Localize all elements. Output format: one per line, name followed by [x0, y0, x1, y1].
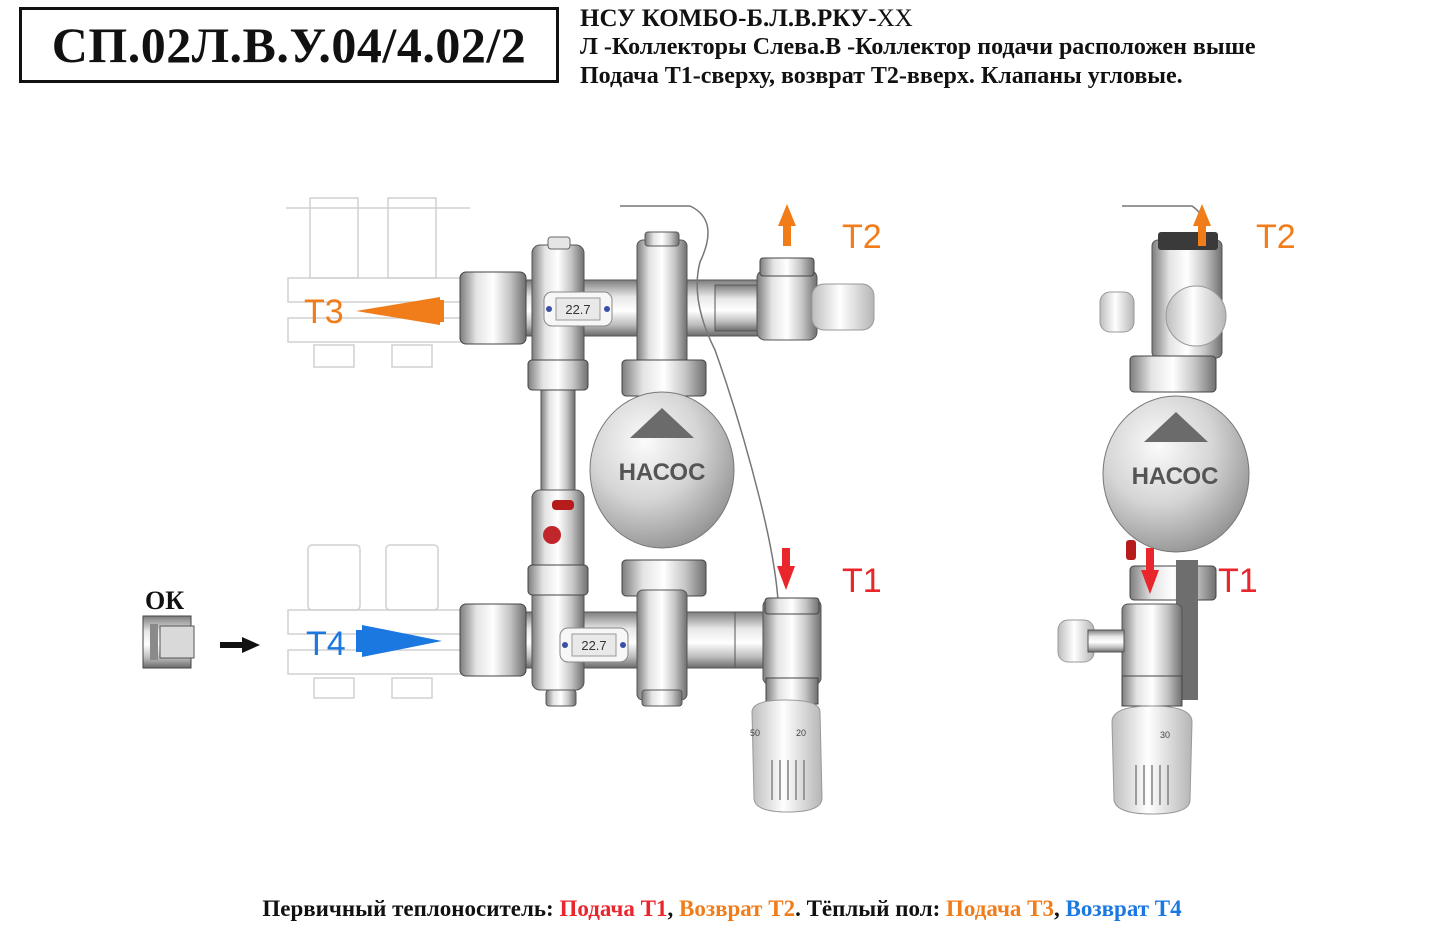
supply-manifold-ghost — [286, 197, 470, 368]
side-bypass-valve-handle — [1126, 540, 1136, 560]
side-pump-label: НАСОС — [1132, 463, 1219, 490]
side-upper-cap — [1158, 232, 1218, 250]
footer-return-t4: Возврат Т4 — [1065, 896, 1182, 921]
upper-union-nut — [459, 271, 527, 345]
pump-label: НАСОС — [619, 459, 706, 486]
bypass-outlet — [545, 689, 577, 707]
thermometer-lower-reading: 22.7 — [581, 638, 606, 653]
side-pump-direction-arrow — [1144, 412, 1208, 442]
label-t4: T4 — [306, 625, 346, 663]
label-t2: T2 — [842, 218, 882, 256]
footer-sep2: . Тёплый пол: — [795, 896, 947, 921]
boiler-symbol — [142, 615, 195, 669]
bypass-nut-top — [527, 359, 589, 391]
thermostatic-head — [751, 699, 823, 813]
thermostatic-head-scale-20: 20 — [796, 728, 806, 738]
header-line-3: Подача Т1-сверху, возврат Т2-вверх. Клап… — [580, 63, 1183, 89]
footer-part1: Первичный теплоноситель: — [262, 896, 560, 921]
pump-direction-arrow — [630, 408, 694, 438]
arrow-t1-supply — [777, 548, 795, 590]
footer-sep3: , — [1054, 896, 1066, 921]
thermometer-lower-screw-left — [562, 642, 568, 648]
side-label-t1: T1 — [1218, 562, 1258, 600]
header-title: НСУ КОМБО-Б.Л.В.РКУ-ХХ — [580, 4, 1430, 33]
bypass-nut-bottom — [527, 564, 589, 596]
thermostatic-head-grip — [771, 760, 805, 800]
footer-supply-t1: Подача Т1 — [559, 896, 668, 921]
pump-column-bottom — [636, 589, 688, 701]
boiler-flow-arrow — [220, 637, 260, 653]
side-pump-nut-top — [1129, 355, 1217, 393]
thermometer-upper-screw-right — [604, 306, 610, 312]
footer-return-t2: Возврат Т2 — [678, 896, 796, 921]
side-label-t2: T2 — [1256, 218, 1296, 256]
pump-nut-top — [621, 359, 707, 397]
side-thermostatic-head-grip — [1135, 765, 1169, 805]
thermometer-lower-screw-right — [620, 642, 626, 648]
thermometer-upper-display — [555, 297, 601, 321]
footer-supply-t3: Подача Т3 — [946, 896, 1055, 921]
pump-column-cap — [644, 231, 680, 247]
side-pump-body — [1102, 395, 1250, 553]
label-t3: T3 — [304, 293, 344, 331]
thermometer-upper-screw-left — [546, 306, 552, 312]
side-thermohead-nut — [1121, 675, 1183, 707]
pump-body — [589, 391, 735, 549]
thermometer-lower-display — [571, 633, 617, 657]
t2-valve-cap — [811, 283, 875, 331]
document-code-box: СП.02Л.В.У.04/4.02/2 — [19, 7, 559, 83]
side-upper-thermometer — [1099, 291, 1135, 333]
front-view: НАСОС 22.7 22.7 20 — [142, 197, 875, 813]
air-vent-cap — [547, 236, 571, 250]
footer-legend: Первичный теплоноситель: Подача Т1, Возв… — [0, 896, 1444, 922]
side-arrow-t1-supply — [1141, 548, 1159, 594]
lower-union-nut — [459, 603, 527, 677]
header-line-2: Л -Коллекторы Слева.В -Коллектор подачи … — [580, 34, 1256, 60]
bypass-tube — [540, 384, 576, 496]
arrow-t2-return — [778, 204, 796, 246]
arrow-t4-return — [356, 625, 442, 657]
bypass-valve-lever — [552, 500, 574, 510]
side-view: НАСОС 30 — [1057, 204, 1250, 815]
arrow-t3-supply — [356, 297, 444, 325]
header-title-suffix: ХХ — [876, 5, 913, 32]
side-lower-thermometer-stem — [1087, 629, 1125, 653]
return-manifold-ghost — [287, 544, 469, 699]
t2-thread — [759, 257, 815, 277]
capillary-tube — [620, 205, 779, 601]
side-t2-valve-cap — [1165, 285, 1227, 347]
bypass-valve-handle — [543, 526, 561, 544]
t2-angle-valve — [756, 269, 818, 341]
side-arrow-t2-return — [1193, 204, 1211, 246]
label-ok: ОК — [145, 586, 185, 615]
t1-thread — [764, 597, 820, 615]
header: НСУ КОМБО-Б.Л.В.РКУ-ХХ Л -Коллекторы Сле… — [580, 4, 1430, 91]
document-code: СП.02Л.В.У.04/4.02/2 — [51, 17, 527, 73]
thermometer-upper-reading: 22.7 — [565, 302, 590, 317]
pump-outlet — [641, 689, 683, 707]
header-title-main: НСУ КОМБО-Б.Л.В.РКУ- — [580, 5, 877, 32]
label-t1: T1 — [842, 562, 882, 600]
side-t1-valve — [1121, 603, 1183, 681]
thermostatic-head-scale-50: 50 — [750, 728, 760, 738]
footer-sep1: , — [667, 896, 679, 921]
side-thermostatic-head — [1111, 705, 1193, 815]
pump-column-top — [636, 239, 688, 371]
side-thermostatic-head-scale-30: 30 — [1160, 730, 1170, 740]
